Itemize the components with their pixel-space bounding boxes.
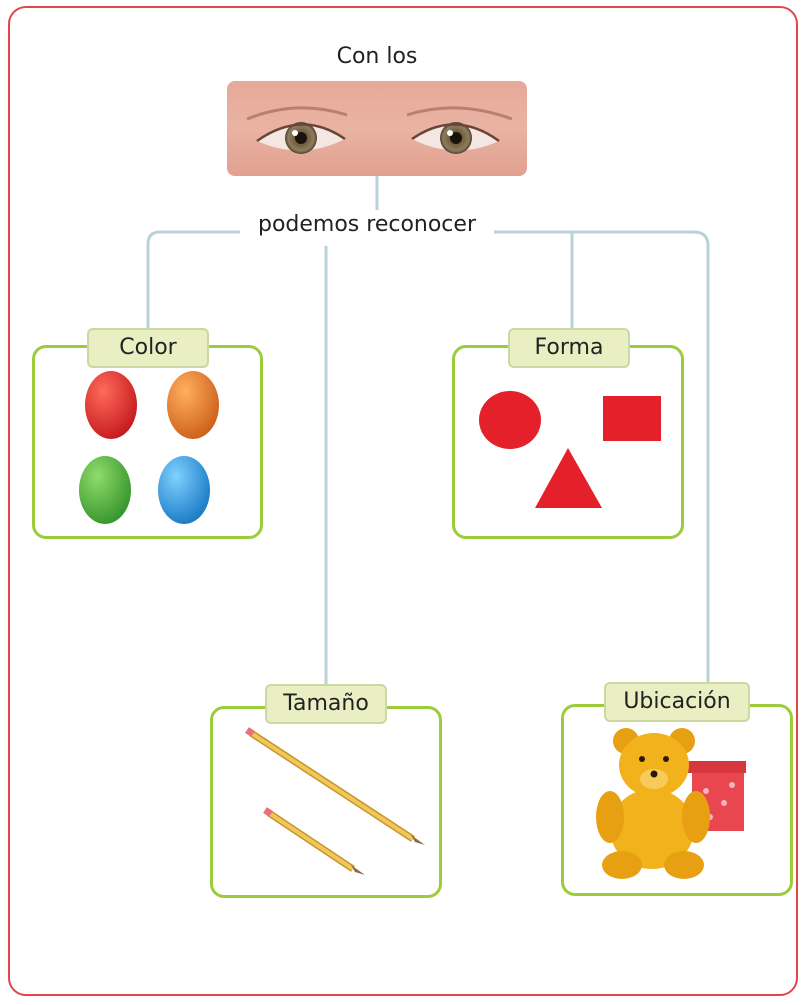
color-box [32,345,263,539]
red-square-icon [603,396,661,441]
tag-tamano: Tamaño [265,684,387,724]
blue-egg-icon [158,456,210,524]
red-triangle-icon [535,448,602,508]
diagram-subtitle: podemos reconocer [240,210,494,239]
ubicacion-box [561,704,793,896]
connector-to-ubicacion [494,230,710,690]
pencils-image [245,727,425,875]
orange-egg-icon [167,371,219,439]
eggs-image [79,371,219,524]
tag-ubicacion: Ubicación [604,682,750,722]
short-pencil-icon [263,807,365,875]
tamano-box [210,706,442,898]
red-egg-icon [85,371,137,439]
teddy-bear-icon [596,728,710,879]
forma-box [452,345,684,539]
tag-forma: Forma [508,328,630,368]
bear-and-gift-image [596,728,746,879]
eyes-photo [227,81,527,176]
green-egg-icon [79,456,131,524]
red-circle-icon [479,391,541,449]
shapes-image [479,391,661,508]
long-pencil-icon [245,727,425,845]
diagram-title: Con los [336,44,418,69]
tag-color: Color [87,328,209,368]
connector-to-color [146,230,240,330]
